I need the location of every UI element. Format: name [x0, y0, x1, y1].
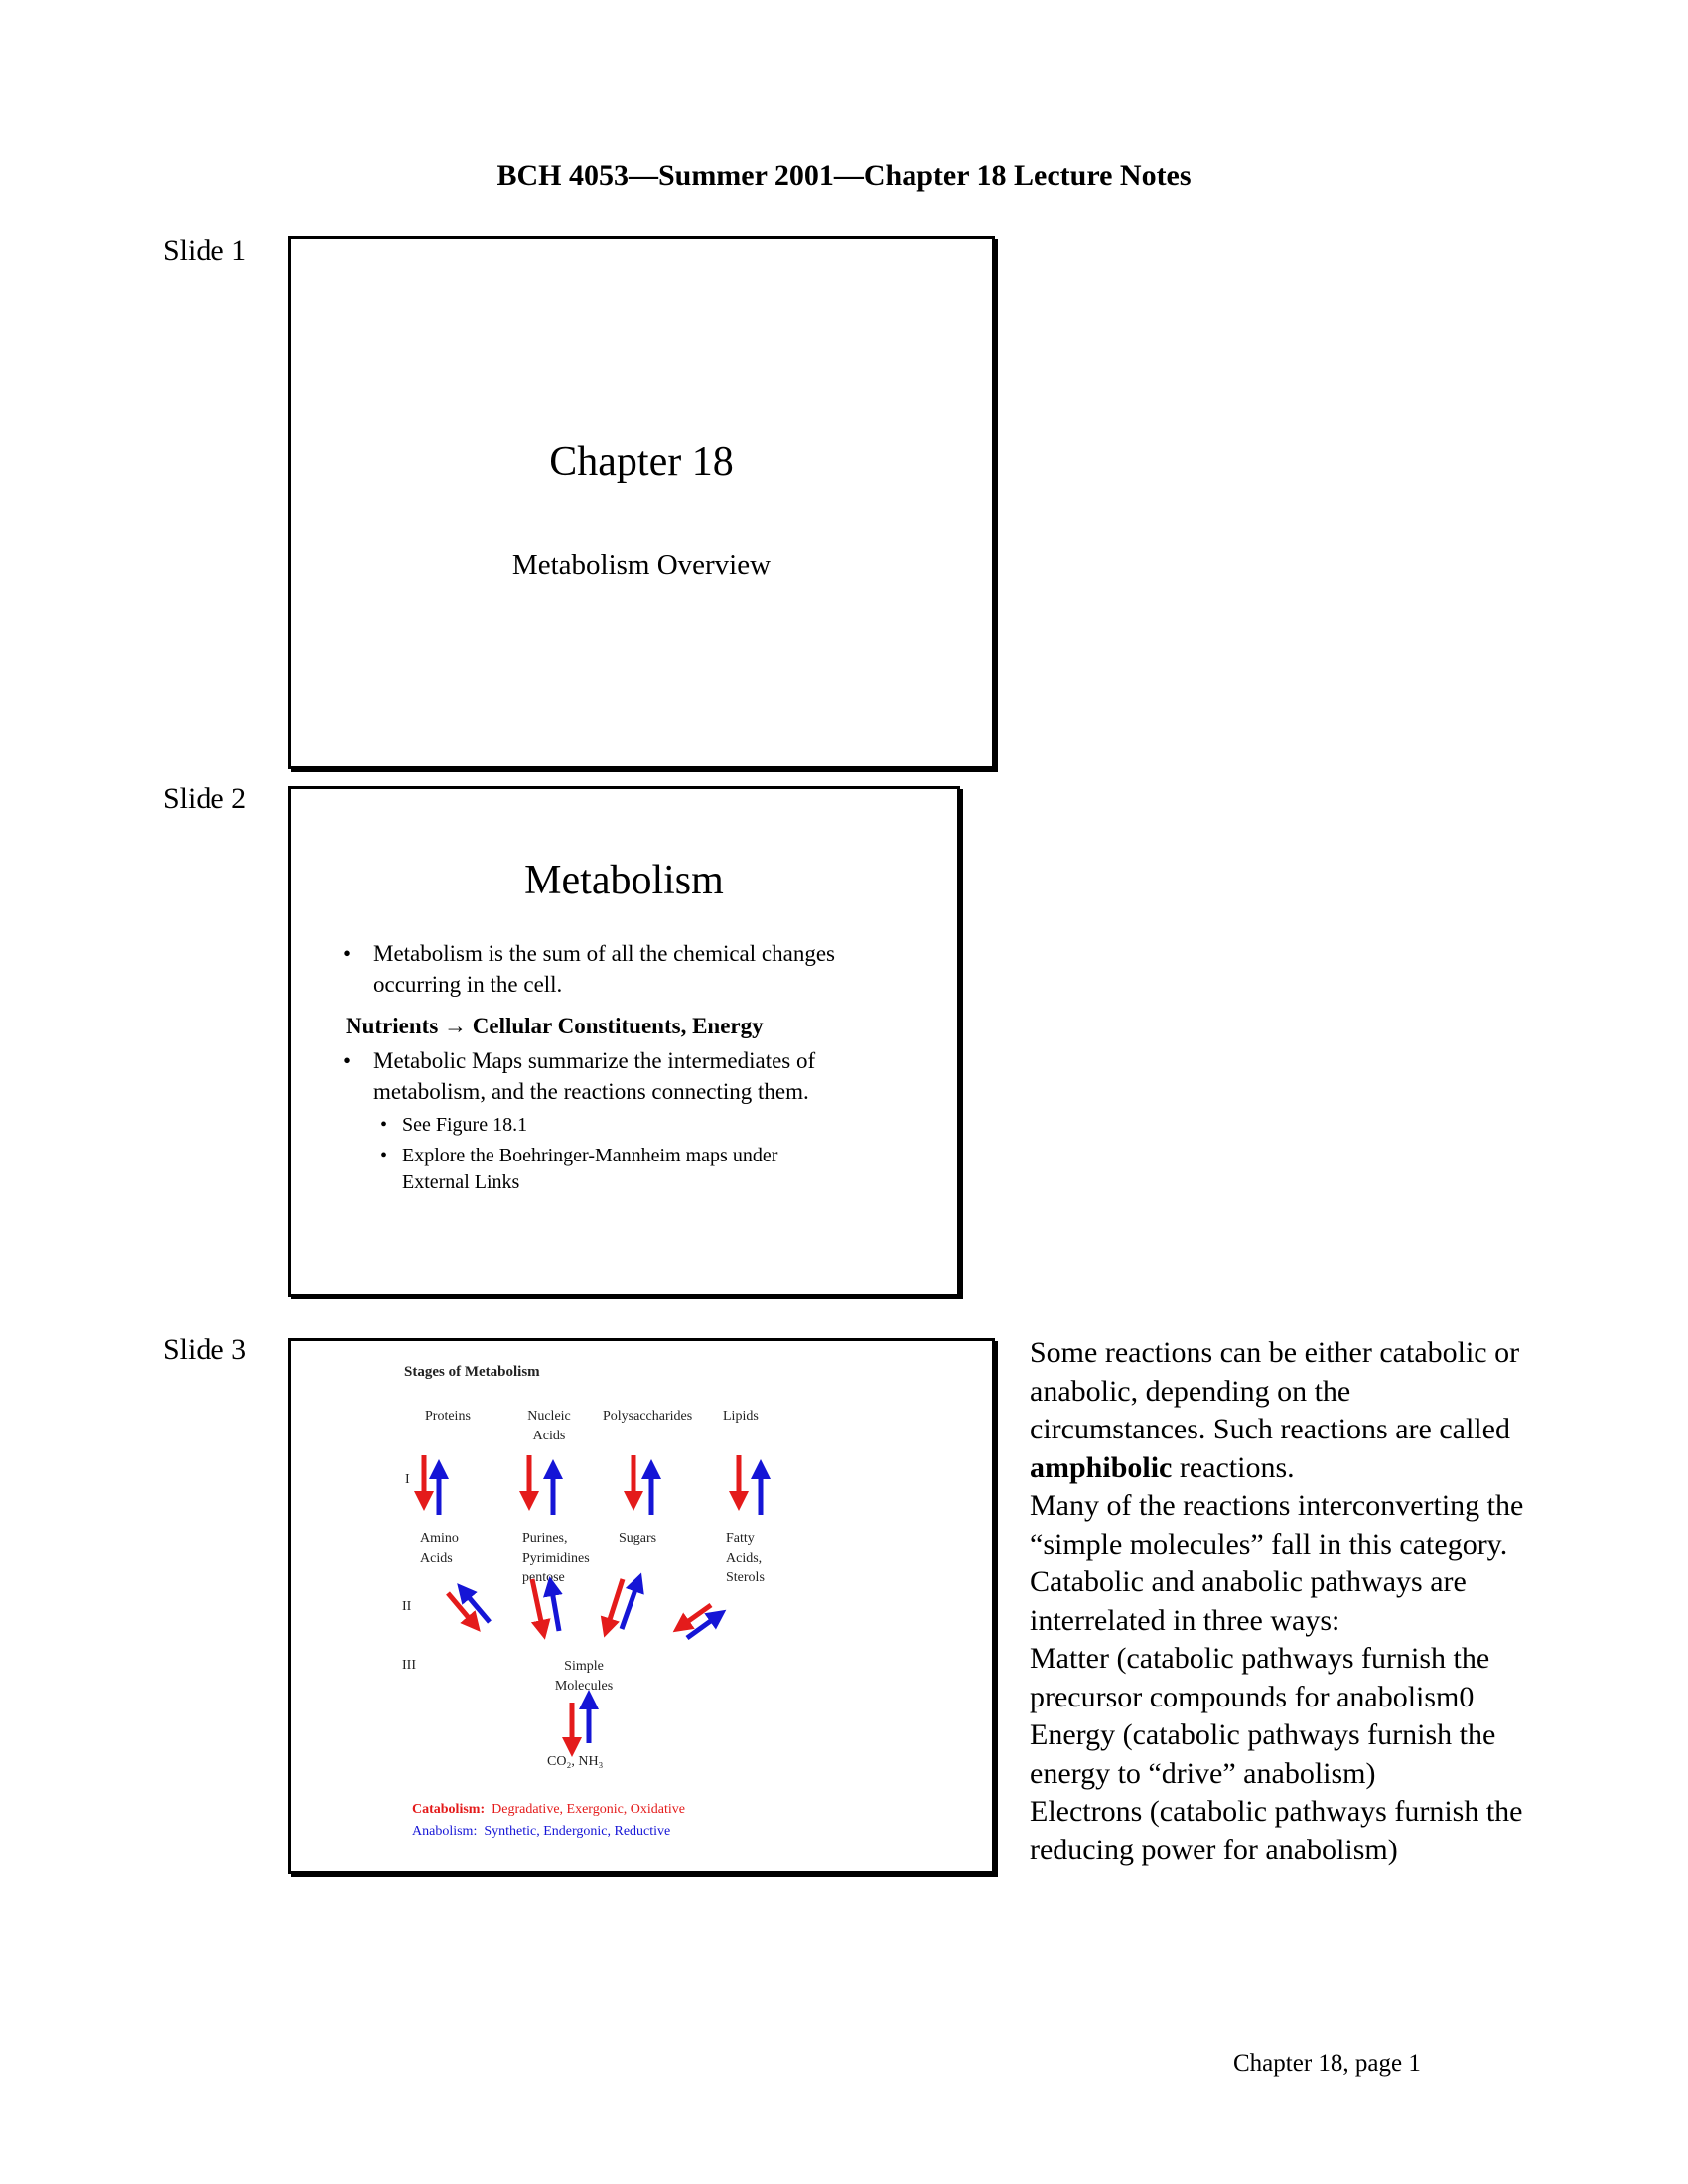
label-sugars: Sugars — [619, 1531, 657, 1546]
anabolic-arrow-fatty — [685, 1609, 727, 1641]
catabolic-arrow-amino — [446, 1591, 481, 1632]
note-energy: Energy (catabolic pathways furnish the e… — [1030, 1718, 1496, 1790]
nutrients-equation: Nutrients → Cellular Constituents, Energ… — [346, 1014, 764, 1038]
catabolic-arrow-purines — [529, 1578, 551, 1640]
slide-1: Chapter 18 Metabolism Overview — [288, 236, 995, 769]
slide-3-label: Slide 3 — [163, 1333, 247, 1366]
label-polysaccharides: Polysaccharides — [603, 1409, 693, 1424]
label-co2-nh3: CO₂, NH₃ — [547, 1754, 604, 1769]
note-amphibolic: Some reactions can be either catabolic o… — [1030, 1336, 1520, 1484]
note-interrelated: Catabolic and anabolic pathways are inte… — [1030, 1566, 1467, 1637]
slide-2-label: Slide 2 — [163, 782, 247, 815]
anabolic-arrow-sugars — [619, 1572, 644, 1630]
stage-iii-label: III — [402, 1658, 416, 1673]
slide-1-title: Chapter 18 — [549, 439, 734, 484]
slide-2: Metabolism • Metabolism is the sum of al… — [288, 786, 960, 1297]
bullet-metabolism-definition: Metabolism is the sum of all the chemica… — [373, 941, 835, 997]
sub-bullet-boehringer-maps: Explore the Boehringer-Mannheim maps und… — [402, 1145, 778, 1193]
note-matter: Matter (catabolic pathways furnish the p… — [1030, 1642, 1490, 1713]
catabolism-legend: Catabolism: Degradative, Exergonic, Oxid… — [412, 1802, 686, 1817]
sub-bullet-figure: See Figure 18.1 — [402, 1114, 528, 1136]
sub-bullet-dot: • — [380, 1114, 388, 1136]
label-nucleic-acids: Nucleic Acids — [527, 1409, 571, 1443]
slide-3-notes: Some reactions can be either catabolic o… — [1030, 1334, 1526, 1869]
slide-1-subtitle: Metabolism Overview — [511, 549, 772, 581]
stage-ii-label: II — [402, 1599, 412, 1614]
note-electrons: Electrons (catabolic pathways furnish th… — [1030, 1795, 1523, 1866]
anabolic-arrow-amino — [457, 1583, 492, 1624]
slide-1-label: Slide 1 — [163, 234, 247, 267]
label-amino-acids: Amino Acids — [420, 1531, 459, 1566]
page-title: BCH 4053—Summer 2001—Chapter 18 Lecture … — [496, 159, 1192, 192]
diagram-title: Stages of Metabolism — [404, 1364, 540, 1380]
slide-2-title: Metabolism — [524, 858, 724, 903]
label-proteins: Proteins — [425, 1409, 471, 1424]
slide-3: Stages of Metabolism Proteins Nucleic Ac… — [288, 1338, 995, 1874]
catabolic-arrow-fatty — [672, 1602, 713, 1633]
page-footer: Chapter 18, page 1 — [1233, 2050, 1421, 2077]
stage-i-label: I — [405, 1472, 410, 1487]
anabolism-legend: Anabolism: Synthetic, Endergonic, Reduct… — [412, 1824, 671, 1839]
catabolic-arrow-sugars — [600, 1578, 626, 1638]
note-simple-molecules: Many of the reactions interconverting th… — [1030, 1489, 1524, 1561]
sub-bullet-dot: • — [380, 1145, 388, 1166]
bullet-dot: • — [343, 941, 352, 966]
anabolic-arrow-purines — [543, 1576, 563, 1632]
bullet-metabolic-maps: Metabolic Maps summarize the intermediat… — [373, 1048, 816, 1104]
label-lipids: Lipids — [723, 1409, 759, 1424]
metabolism-arrows — [414, 1455, 771, 1757]
bullet-dot: • — [343, 1048, 352, 1073]
label-fatty-acids: Fatty Acids, Sterols — [726, 1531, 765, 1585]
